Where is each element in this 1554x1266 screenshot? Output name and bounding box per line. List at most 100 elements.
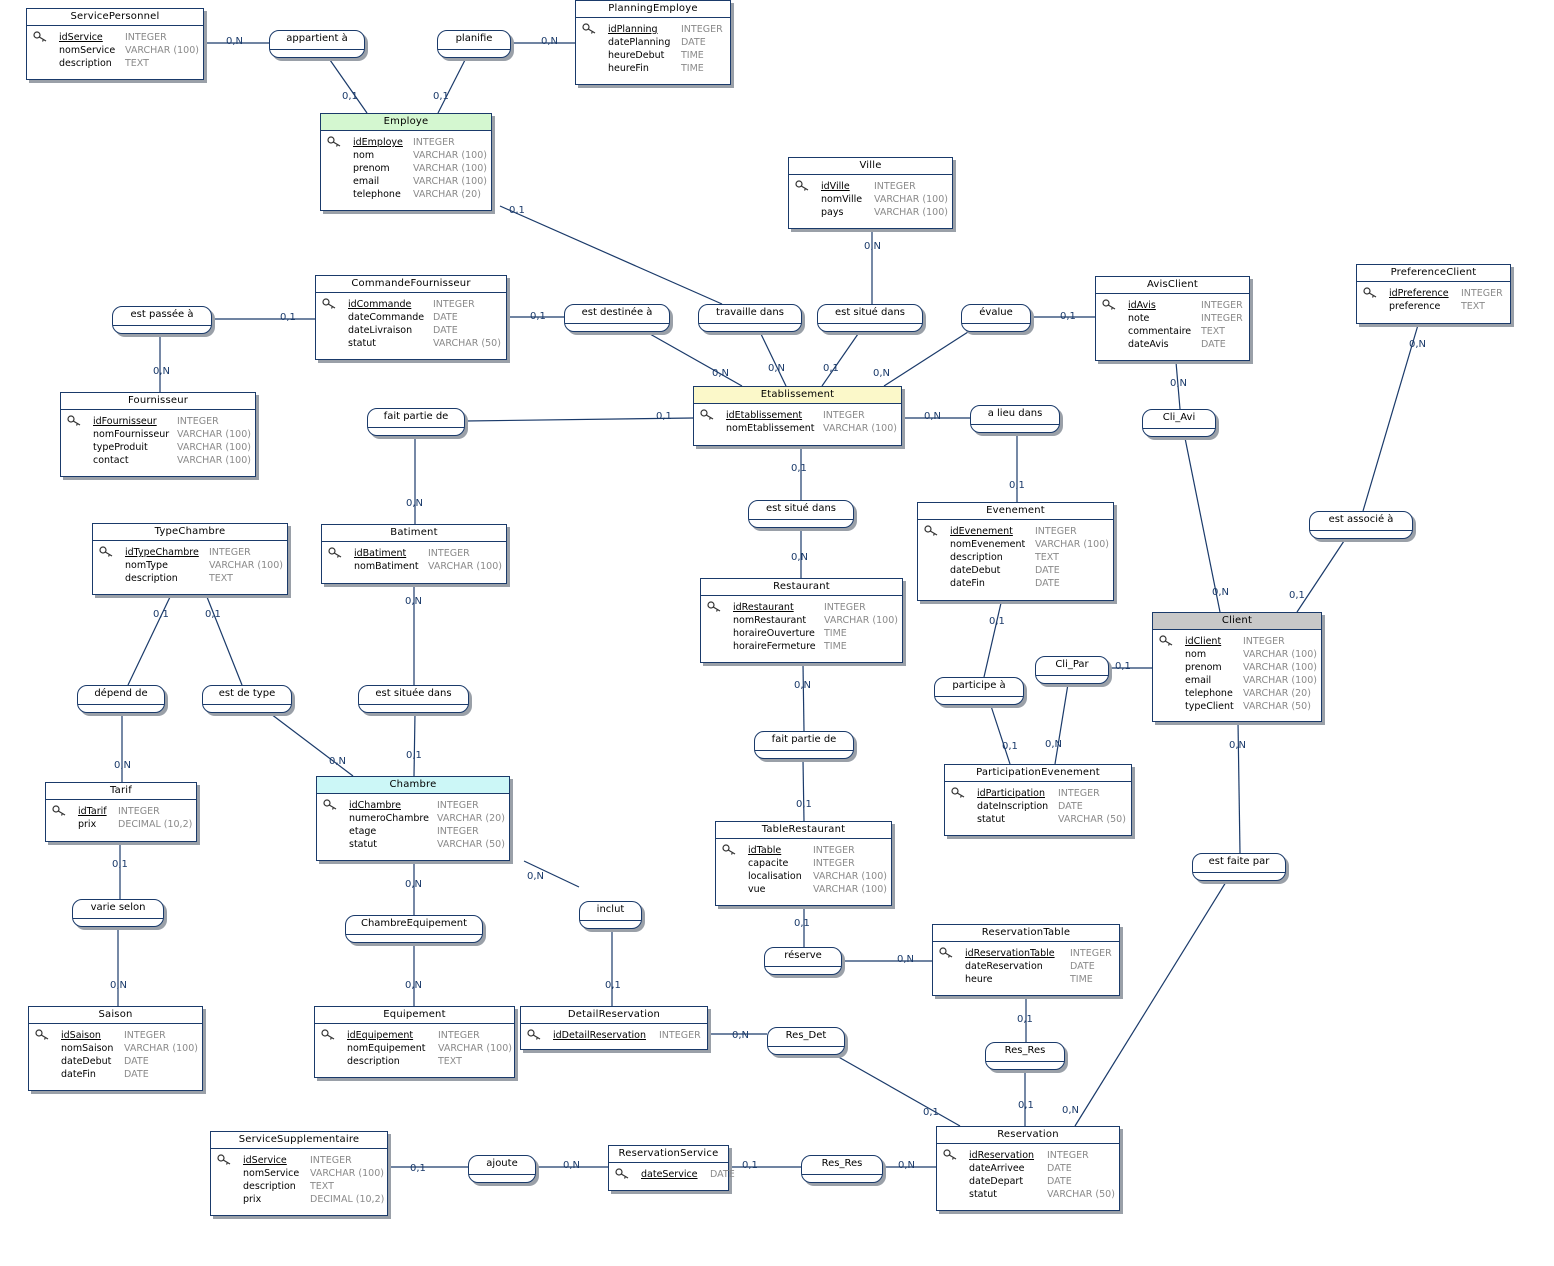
attribute-type: INTEGER: [1047, 1150, 1089, 1161]
association-situe-rest[interactable]: est situé dans: [748, 500, 854, 528]
association-est-destinee[interactable]: est destinée à: [564, 304, 670, 332]
association-reserve[interactable]: réserve: [764, 947, 842, 975]
association-divider: [699, 323, 801, 324]
cardinality-label: 0,N: [1045, 739, 1063, 750]
attribute-name: typeClient: [1185, 701, 1234, 712]
attribute-type: DATE: [681, 37, 706, 48]
key-icon: [323, 799, 341, 812]
relationship-line: [437, 59, 466, 114]
attribute-type: DATE: [1035, 565, 1060, 576]
association-associe[interactable]: est associé à: [1309, 511, 1413, 539]
association-label: a lieu dans: [987, 408, 1043, 419]
cardinality-label: 0,1: [794, 918, 810, 929]
attribute-type: VARCHAR (100): [177, 442, 251, 453]
attribute-type: TEXT: [1201, 326, 1225, 337]
association-evalue[interactable]: évalue: [961, 304, 1031, 332]
attribute-type: INTEGER: [124, 1030, 166, 1041]
association-cli-avi[interactable]: Cli_Avi: [1142, 409, 1216, 437]
key-icon: [327, 136, 345, 149]
attribute-name: dateFin: [61, 1069, 96, 1080]
association-varie[interactable]: varie selon: [72, 899, 164, 927]
entity-title: AvisClient: [1096, 277, 1249, 294]
association-depend[interactable]: dépend de: [77, 685, 165, 713]
association-res-det[interactable]: Res_Det: [767, 1027, 845, 1055]
association-res-res-t[interactable]: Res_Res: [985, 1042, 1065, 1070]
association-inclut[interactable]: inclut: [579, 901, 642, 929]
association-planifie[interactable]: planifie: [437, 30, 511, 58]
association-chambre-eq[interactable]: ChambreEquipement: [345, 915, 483, 943]
association-situee-bat[interactable]: est située dans: [358, 685, 469, 713]
association-appartient[interactable]: appartient à: [269, 30, 365, 58]
attribute-type: INTEGER: [433, 299, 475, 310]
cardinality-label: 0,N: [1229, 740, 1247, 751]
primary-key-name: idAvis: [1128, 300, 1156, 311]
cardinality-label: 0,N: [1062, 1105, 1080, 1116]
cardinality-label: 0,N: [712, 368, 730, 379]
association-divider: [765, 966, 841, 967]
relationship-line: [206, 596, 243, 686]
association-res-res-s[interactable]: Res_Res: [801, 1155, 883, 1183]
attribute-type: INTEGER: [874, 181, 916, 192]
association-situe-ville[interactable]: est situé dans: [817, 304, 923, 332]
association-label: dépend de: [94, 688, 148, 699]
association-est-de-type[interactable]: est de type: [202, 685, 292, 713]
association-ajoute[interactable]: ajoute: [468, 1155, 536, 1183]
association-est-passee[interactable]: est passée à: [112, 306, 212, 334]
association-divider: [962, 323, 1030, 324]
association-participe[interactable]: participe à: [934, 677, 1024, 705]
attribute-type: TIME: [681, 50, 704, 61]
attribute-name: numeroChambre: [349, 813, 429, 824]
association-label: est situé dans: [834, 307, 906, 318]
cardinality-label: 0,1: [605, 980, 621, 991]
relationship-line: [802, 663, 805, 732]
key-icon: [700, 409, 718, 422]
key-icon: [1363, 287, 1381, 300]
attribute-type: TIME: [1070, 974, 1093, 985]
attribute-type: VARCHAR (100): [413, 163, 487, 174]
relationship-line: [329, 59, 368, 114]
key-icon: [707, 601, 725, 614]
cardinality-label: 0,N: [527, 871, 545, 882]
primary-key-name: idEtablissement: [726, 410, 803, 421]
association-a-lieu[interactable]: a lieu dans: [970, 405, 1060, 433]
association-travaille[interactable]: travaille dans: [698, 304, 802, 332]
association-faite-par[interactable]: est faite par: [1192, 853, 1286, 881]
association-fait-partie-bat[interactable]: fait partie de: [367, 408, 465, 436]
attribute-type: TEXT: [209, 573, 233, 584]
association-fait-partie-rest[interactable]: fait partie de: [754, 731, 854, 759]
association-cli-par[interactable]: Cli_Par: [1035, 656, 1109, 684]
primary-key-name: dateService: [641, 1169, 698, 1180]
